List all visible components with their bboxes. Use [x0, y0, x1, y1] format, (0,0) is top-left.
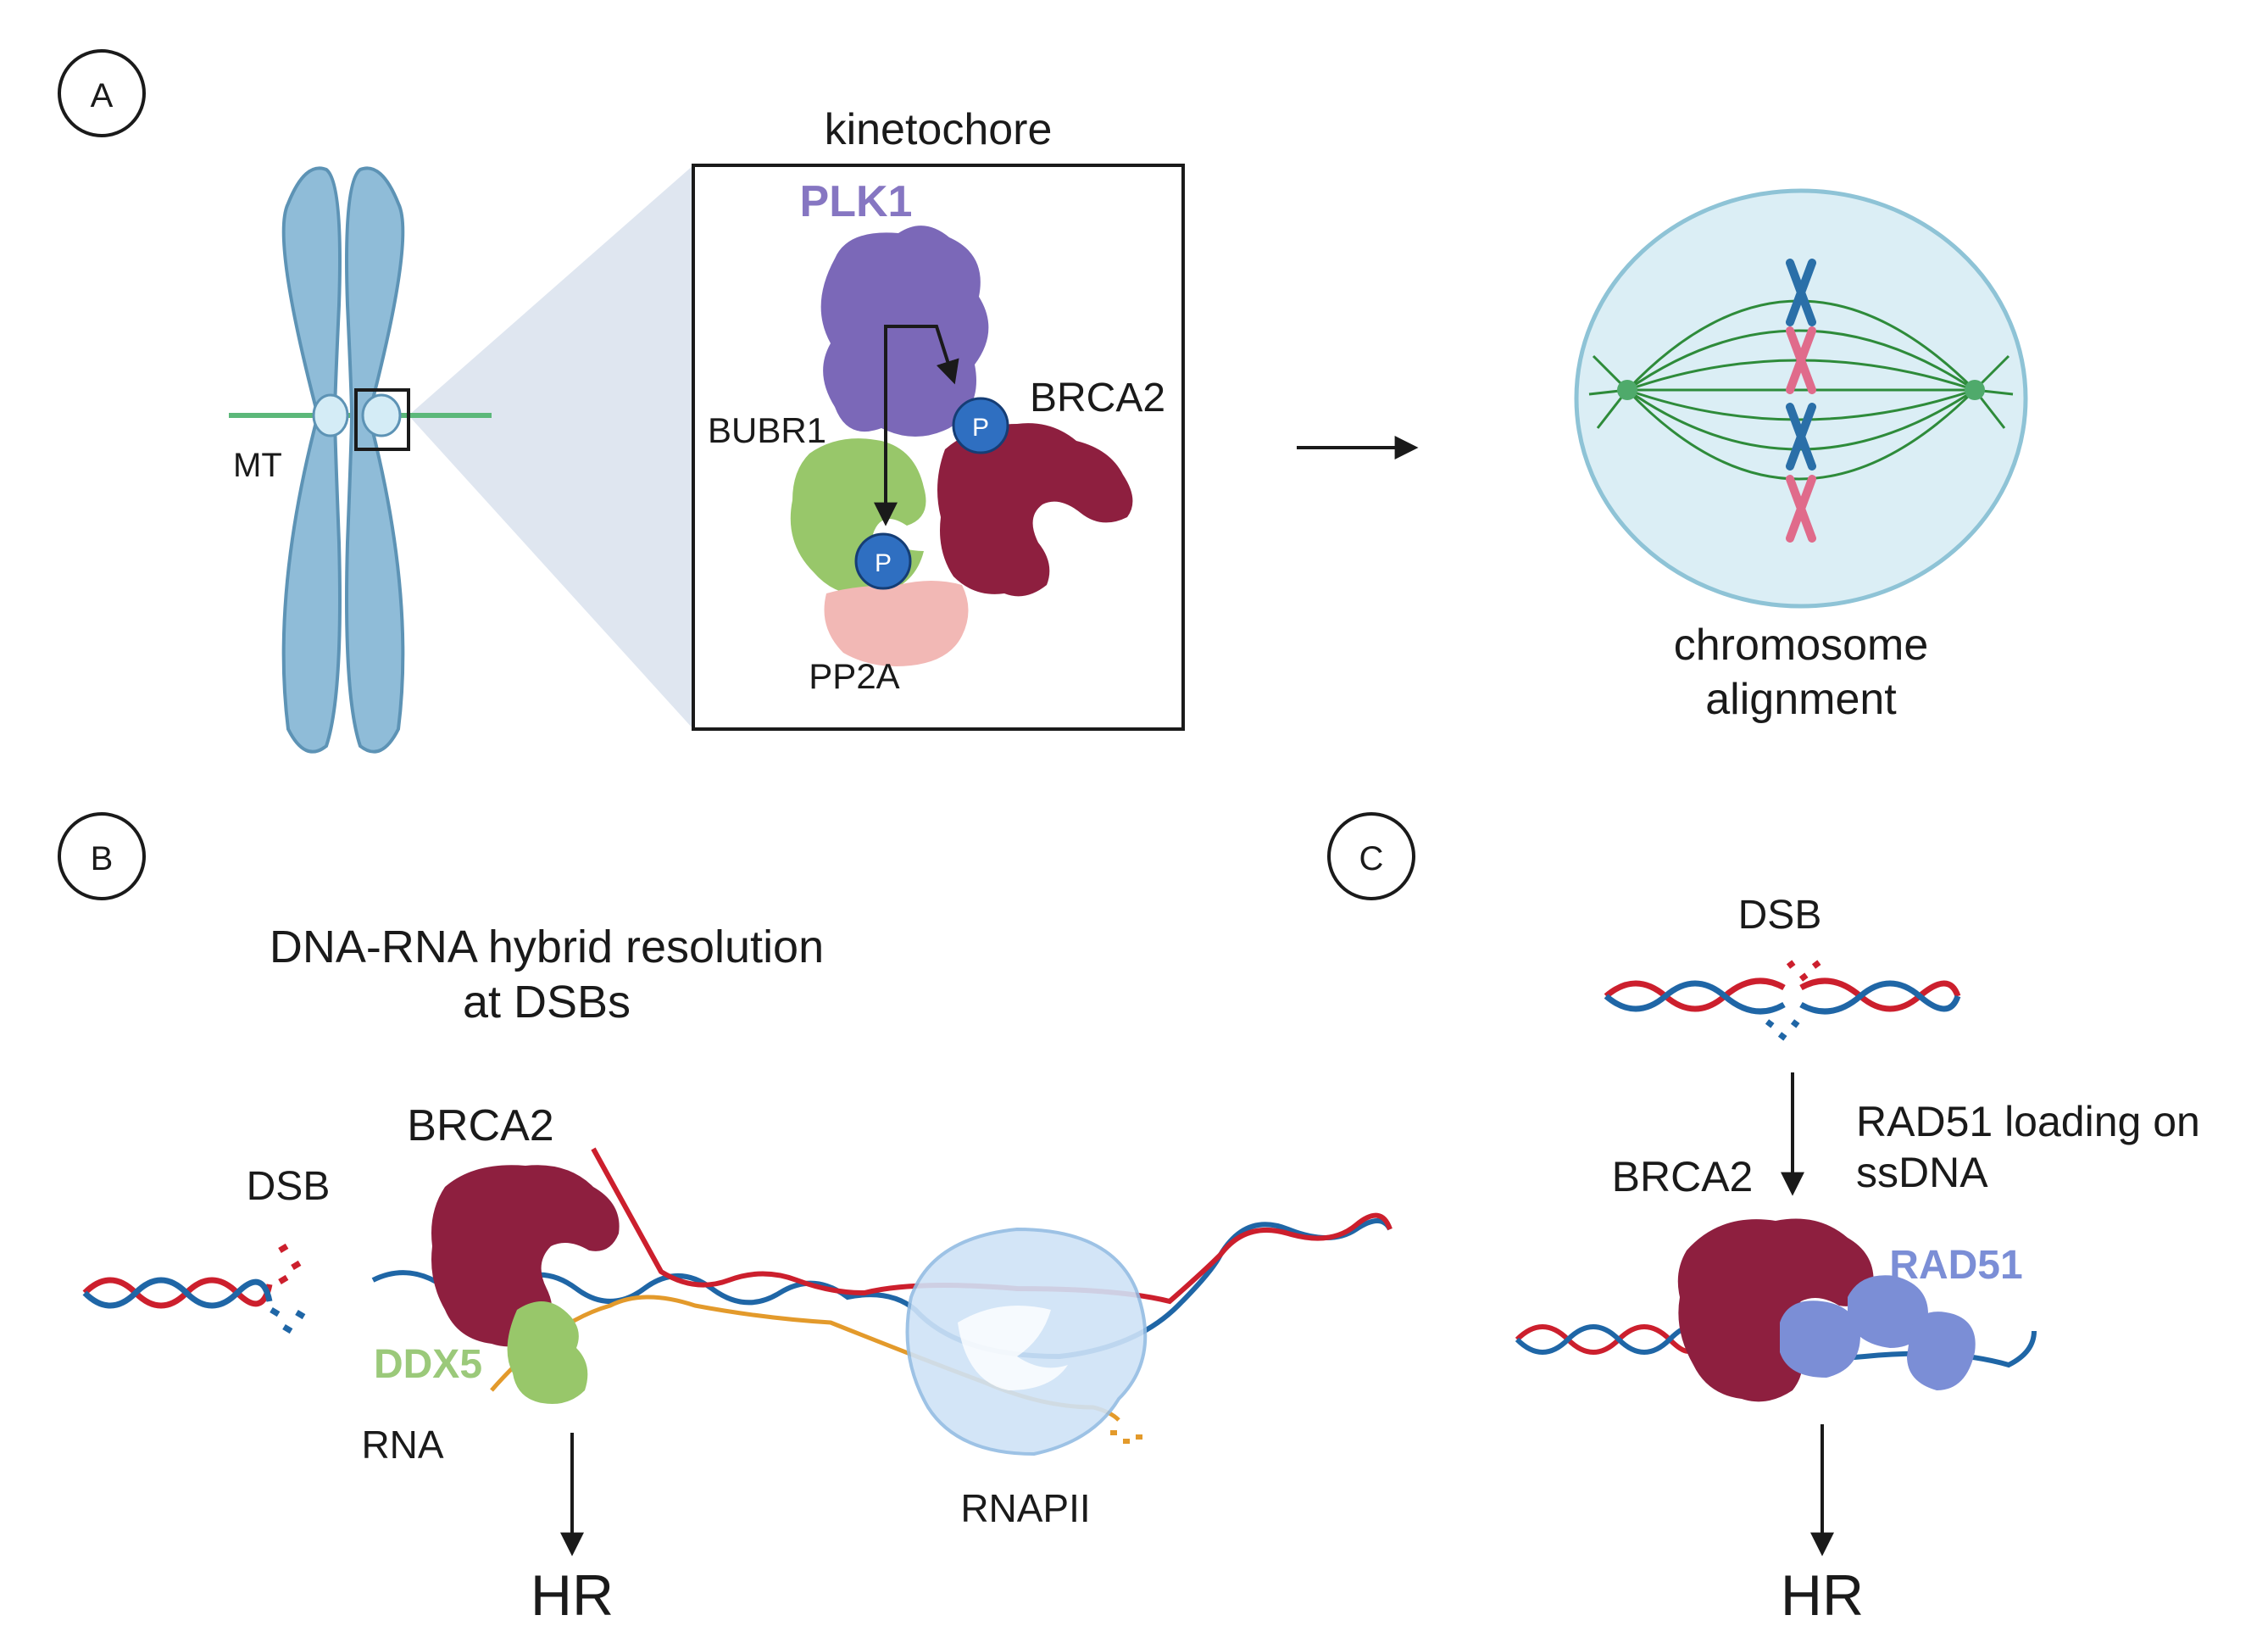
- brca2-label-c: BRCA2: [1612, 1153, 1754, 1200]
- dsb-fragments-red: [278, 1242, 303, 1285]
- hr-label-b: HR: [531, 1563, 614, 1628]
- mitotic-cell: [1574, 188, 2028, 609]
- rad51-blob-3: [1907, 1312, 1976, 1390]
- hr-label-c: HR: [1781, 1563, 1864, 1628]
- rna-label: RNA: [361, 1423, 443, 1467]
- dna-broken-end: [82, 1242, 307, 1335]
- cell-membrane: [1574, 188, 2028, 609]
- brca2-label-a: BRCA2: [1030, 376, 1165, 420]
- centromere-right: [361, 393, 402, 437]
- alignment-label-line2: alignment: [1705, 675, 1897, 724]
- ddx5-label: DDX5: [374, 1342, 482, 1387]
- loading-label-line2: ssDNA: [1856, 1149, 1988, 1196]
- pp2a-protein: [824, 581, 969, 666]
- panel-c: C DSB RAD51 loading on ssDNA BRCA2 R: [1327, 812, 2200, 1628]
- panel-a-badge: [58, 49, 146, 137]
- dsb-label-c: DSB: [1738, 893, 1822, 938]
- phospho-brca2-circle: [952, 397, 1009, 454]
- brca2-label-b: BRCA2: [407, 1101, 553, 1150]
- chromatid-right: [345, 166, 405, 754]
- panel-a: A MT kinetochore PLK1 BUBR1 PP2A BRCA2: [58, 49, 2028, 754]
- alignment-label-line1: chromosome: [1674, 621, 1929, 670]
- dna-c-blue-left: [1604, 980, 1786, 1015]
- phospho-bubr1-label: P: [875, 549, 892, 577]
- phospho-brca2-label: P: [972, 414, 989, 442]
- brca2-protein-a: [937, 423, 1133, 597]
- panel-b-letter: B: [91, 840, 114, 877]
- phospho-bubr1: P: [854, 532, 912, 590]
- dsb-fragments-blue: [270, 1306, 307, 1335]
- rad51-blob-1: [1780, 1300, 1860, 1378]
- panel-c-letter: C: [1359, 840, 1384, 877]
- pp2a-label: PP2A: [809, 656, 899, 696]
- chromosome: [281, 166, 405, 754]
- dsb-c-fragments-red: [1786, 959, 1823, 982]
- panel-b-title-line2: at DSBs: [463, 977, 631, 1028]
- rad51-blob-2: [1848, 1275, 1928, 1348]
- dna-c-red-left: [1604, 977, 1786, 1012]
- panel-c-badge: [1327, 812, 1415, 900]
- chromatid-left: [281, 166, 342, 754]
- phospho-brca2: P: [952, 397, 1009, 454]
- plk1-label: PLK1: [800, 177, 913, 226]
- spindle-pole-left: [1617, 380, 1637, 400]
- bubr1-label: BUBR1: [708, 410, 826, 450]
- brca2-protein-c: [1677, 1218, 1874, 1402]
- zoom-box-small: [354, 388, 410, 451]
- spindle-pole-right: [1965, 380, 1985, 400]
- rna-fragments: [1110, 1430, 1142, 1444]
- rnapii-cleft: [958, 1306, 1068, 1390]
- panel-b-title-line1: DNA-RNA hybrid resolution: [270, 922, 824, 972]
- loading-label-line1: RAD51 loading on: [1856, 1098, 2200, 1145]
- dna-c-red-right: [1799, 977, 1961, 1012]
- zoom-cone: [409, 165, 693, 729]
- kinetochore-title: kinetochore: [825, 105, 1053, 154]
- panel-b: B DNA-RNA hybrid resolution at DSBs DSB …: [58, 812, 1392, 1628]
- centromere-left: [312, 393, 349, 437]
- rad51-label: RAD51: [1889, 1243, 2022, 1288]
- panel-a-letter: A: [91, 77, 114, 114]
- dsb-label-b: DSB: [247, 1164, 331, 1209]
- dna-c-blue-right: [1799, 980, 1961, 1015]
- aligned-chromosomes: [1786, 259, 1816, 543]
- brca2-protein-b: [431, 1165, 620, 1347]
- panel-b-badge: [58, 812, 146, 900]
- dna-strand-blue-left: [82, 1277, 273, 1309]
- phospho-bubr1-circle: [854, 532, 912, 590]
- rnapii-label: RNAPII: [960, 1486, 1090, 1530]
- ddx5-protein: [507, 1301, 588, 1404]
- dna-dsb-c: [1604, 959, 1961, 1042]
- phosphorylation-arrow-brca2: [884, 325, 959, 385]
- rnapii-complex: [905, 1227, 1148, 1456]
- rad51-filament: [1780, 1275, 1976, 1390]
- microtubule-label: MT: [233, 447, 282, 484]
- dsb-c-fragments-blue: [1765, 1019, 1802, 1042]
